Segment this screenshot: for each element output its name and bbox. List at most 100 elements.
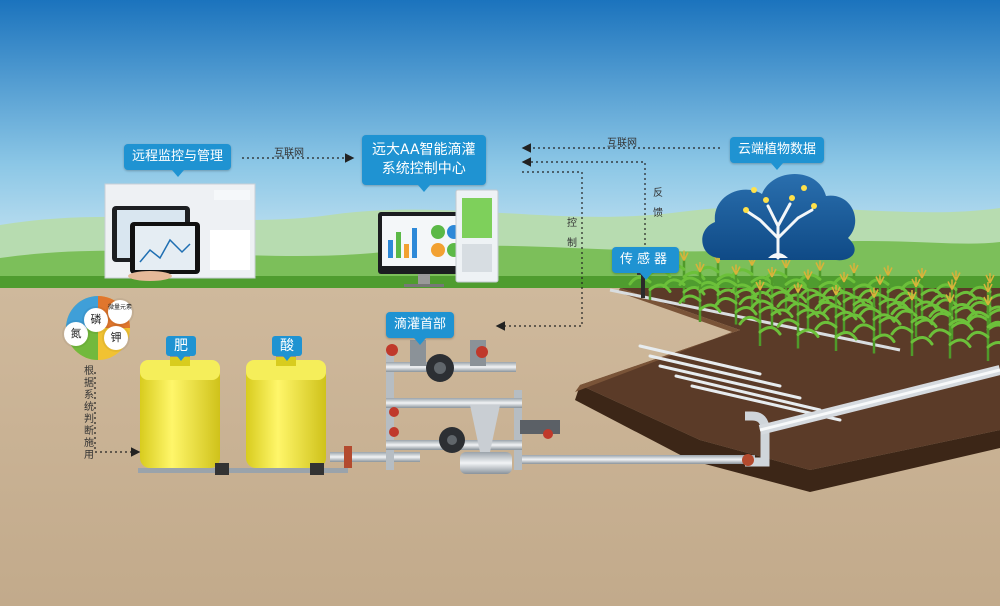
corn-leaf	[858, 307, 882, 317]
corn-leaf	[948, 338, 972, 348]
corn-tassel	[695, 262, 705, 273]
corn-leaf	[894, 309, 918, 319]
corn-leaf	[950, 303, 974, 313]
corn-tassel	[951, 270, 961, 281]
corn-tassel	[767, 267, 777, 278]
corn-leaf	[648, 283, 672, 293]
corn-leaf	[890, 325, 914, 336]
corn-leaf	[818, 296, 842, 306]
corn-leaf	[628, 275, 652, 286]
inlet-pipe	[330, 452, 420, 462]
corn-tassel	[947, 279, 957, 290]
corn-leaf	[986, 323, 1000, 331]
corn-leaf	[738, 295, 762, 306]
corn-tassel	[839, 272, 849, 283]
corn-leaf	[866, 293, 890, 303]
fertilizer-tank-label: 肥	[166, 336, 196, 361]
corn-leaf	[730, 283, 754, 293]
corn-leaf	[928, 328, 952, 338]
acid-tank-label: 酸	[272, 336, 302, 361]
corn-leaf	[750, 275, 774, 286]
internet-label-right: 互联网	[607, 138, 637, 149]
corn-leaf	[682, 270, 706, 281]
corn-leaf	[678, 276, 702, 286]
corn-leaf	[948, 318, 972, 328]
cloud-data-label: 云端植物数据	[730, 137, 825, 170]
corn-leaf	[714, 279, 738, 289]
control-center-line1: 远大AA智能滴灌	[372, 142, 476, 158]
corn-leaf	[934, 283, 958, 293]
corn-leaf	[776, 318, 800, 328]
inlet-valve	[344, 446, 352, 468]
corn-leaf	[832, 275, 856, 286]
corn-leaf	[914, 300, 938, 310]
corn-leaf	[890, 305, 914, 316]
corn-tassel	[907, 290, 917, 301]
head-unit-label: 滴灌首部	[386, 312, 455, 345]
main-pipe	[520, 455, 755, 464]
drip-lines	[638, 344, 842, 422]
corn-leaf	[738, 315, 762, 326]
corn-leaf	[934, 298, 958, 308]
corn-leaf	[698, 285, 722, 295]
corn-leaf	[928, 308, 952, 318]
corn-leaf	[852, 298, 876, 308]
corn-leaf	[818, 280, 842, 291]
control-label: 控制	[567, 218, 577, 249]
valve-flange	[742, 454, 754, 466]
corn-tassel	[917, 268, 927, 279]
corn-leaf	[776, 298, 800, 308]
field-bed-edge	[575, 385, 1000, 492]
corn-leaf	[678, 294, 702, 304]
monitor-icon	[378, 189, 499, 287]
corn-leaf	[682, 286, 706, 296]
corn-leaf	[986, 320, 1000, 329]
corn-leaf	[966, 330, 990, 341]
corn-leaf	[986, 341, 1000, 349]
corn-tassel	[983, 282, 993, 293]
internet-label-left: 互联网	[274, 148, 304, 159]
pump-icon	[386, 340, 560, 474]
corn-leaf	[910, 315, 934, 326]
corn-leaf	[988, 308, 1000, 316]
corn-leaf	[786, 284, 810, 294]
corn-tassel	[985, 273, 995, 284]
corn-leaf	[852, 323, 876, 333]
field-bed	[580, 288, 1000, 470]
corn-leaf	[698, 303, 722, 313]
corn-leaf	[796, 308, 820, 318]
corn-leaf	[750, 281, 774, 291]
control-center-label: 远大AA智能滴灌 系统控制中心	[362, 135, 486, 192]
corn-tassel	[731, 264, 741, 275]
corn-leaf	[966, 314, 990, 324]
corn-tassel	[869, 287, 879, 298]
feedback-label: 反馈	[653, 188, 663, 219]
corn-tassel	[911, 277, 921, 288]
connection-lines	[94, 143, 720, 457]
corn-tassel	[793, 282, 803, 293]
tablet-icon	[104, 183, 256, 281]
header-pipe-shine	[759, 368, 1000, 432]
tank-valve-2	[310, 463, 324, 475]
nutrient-potassium: 钾	[104, 326, 128, 350]
corn-tassel	[849, 263, 859, 274]
corn-leaf	[872, 313, 896, 323]
tank-valve-1	[215, 463, 229, 475]
corn-tassel	[945, 292, 955, 303]
corn-tassel	[679, 250, 689, 261]
corn-tassel	[803, 269, 813, 280]
tank-pipe	[138, 468, 348, 473]
corn-leaf	[852, 303, 876, 313]
nutrient-nitrogen: 氮	[64, 322, 88, 346]
corn-leaf	[714, 297, 738, 307]
corn-leaf	[734, 288, 758, 298]
corn-leaf	[986, 305, 1000, 313]
corn-leaf	[796, 328, 820, 338]
corn-leaf	[784, 278, 808, 288]
corn-leaf	[758, 326, 782, 336]
corn-tassel	[831, 285, 841, 296]
nutrient-trace: 微量元素	[108, 300, 132, 324]
corn-leaf	[770, 308, 794, 318]
corn-leaf	[878, 298, 902, 308]
